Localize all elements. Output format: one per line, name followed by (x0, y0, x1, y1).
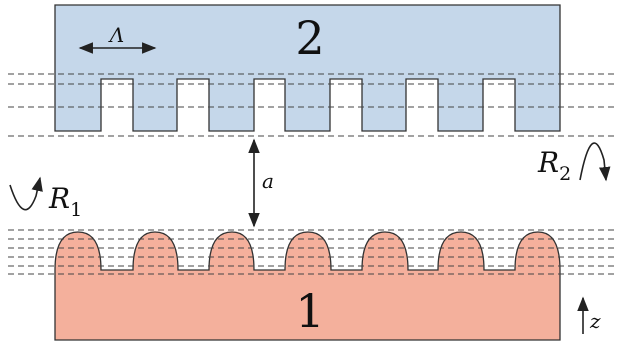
body-1-grating (54, 231, 561, 341)
rotation-1-label: R1 (48, 182, 82, 221)
body-1-label: 1 (295, 284, 324, 338)
z-axis-label: z (589, 309, 601, 333)
rotation-2-subscript: 2 (559, 163, 571, 185)
rotation-1-subscript: 1 (70, 199, 82, 221)
rotation-2-symbol: R (537, 146, 559, 179)
body-2-label: 2 (295, 11, 324, 65)
dashed-reference-lines (8, 73, 615, 275)
rotation-2-label: R2 (537, 146, 571, 185)
body-2-grating (54, 4, 561, 132)
gap-label: a (262, 169, 274, 193)
rotation-1-symbol: R (48, 182, 70, 215)
rotation-1-arrow (9, 176, 43, 211)
rotation-2-arrow (579, 142, 611, 182)
period-label: Λ (108, 23, 124, 47)
